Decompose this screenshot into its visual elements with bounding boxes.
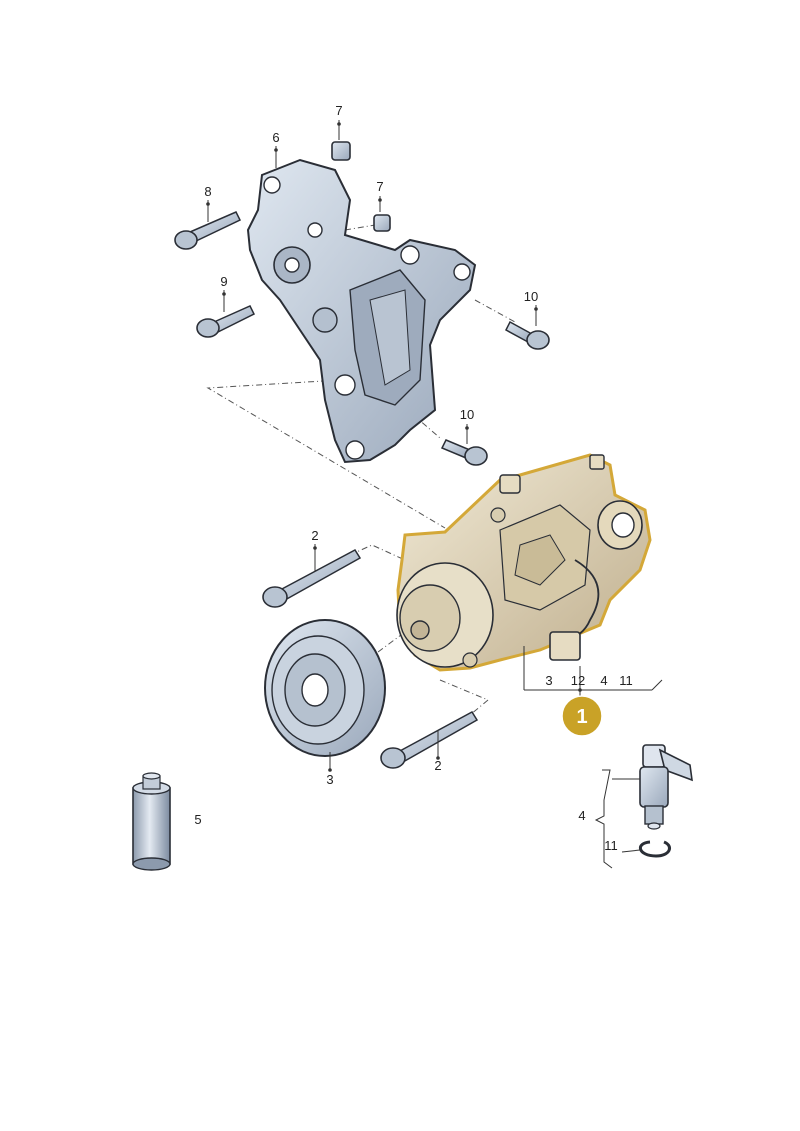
bolt-part-2-top [262,549,362,608]
callout-3-group: 3 [545,673,552,688]
bolt-part-9 [196,305,256,338]
callout-7-b: 7 [376,179,383,194]
bolt-part-8 [174,211,242,250]
bolt-part-2-bottom [380,711,479,769]
oil-can-part [132,772,171,871]
sleeve-part-7b [373,214,391,232]
callout-10-a: 10 [524,289,538,304]
bolt-part-10b [440,439,488,466]
callout-10-b: 10 [460,407,474,422]
sleeve-part-7a [331,141,351,161]
leader-lines [206,120,663,869]
callout-8: 8 [204,184,211,199]
callout-4-detail: 4 [578,808,585,823]
callout-6: 6 [272,130,279,145]
callout-2-bottom: 2 [434,758,441,773]
callout-11-group: 11 [619,673,633,688]
callout-labels: 7 6 7 8 9 10 10 2 3 2 3 12 4 11 5 4 11 [194,103,632,853]
circlip-part [639,840,672,858]
callout-12: 12 [571,673,585,688]
callout-11-detail: 11 [604,838,618,853]
highlight-badge: 1 [561,695,603,737]
highlight-badge-label: 1 [576,706,587,728]
callout-9: 9 [220,274,227,289]
assembly-dash-lines [206,224,516,716]
callout-2-top: 2 [311,528,318,543]
control-valve-part [639,744,693,830]
callout-4-group: 4 [600,673,607,688]
callout-7-a: 7 [335,103,342,118]
bolt-part-10a [505,320,550,350]
bracket-part [246,158,477,464]
compressor-part [396,453,652,672]
callout-3-pulley: 3 [326,772,333,787]
callout-5: 5 [194,812,201,827]
pulley-part [264,619,386,757]
